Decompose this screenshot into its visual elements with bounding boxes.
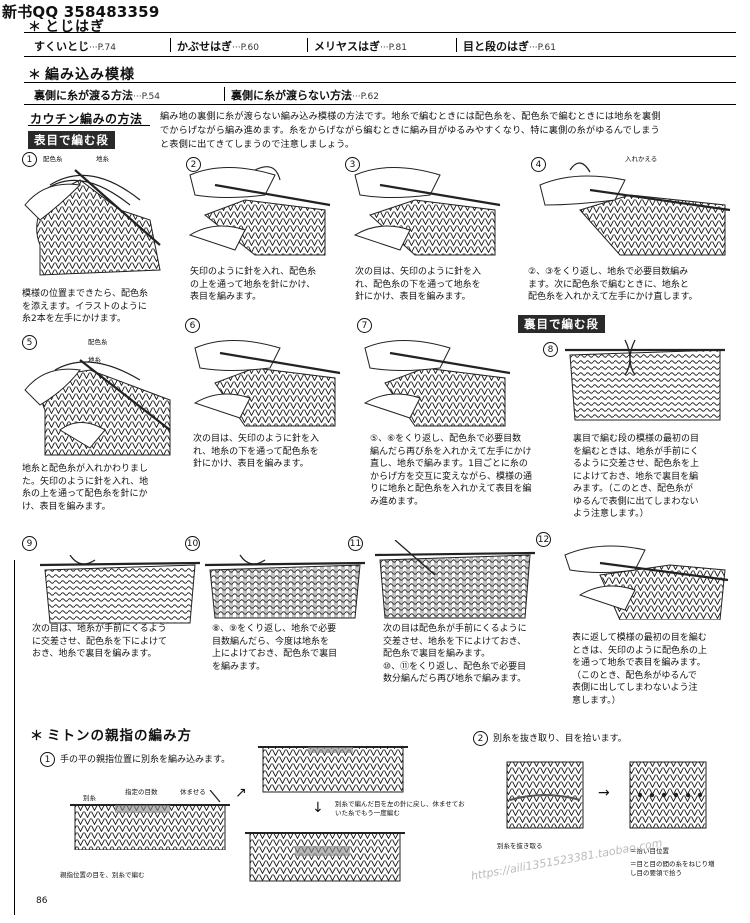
label-shitei: 指定の目数 (125, 788, 158, 796)
step-number: 2 (186, 157, 201, 172)
step-number: 10 (185, 536, 200, 551)
step-9-figure (39, 554, 201, 625)
step-4-caption: ②、③をくり返し、地糸で必要目数編みます。次に配色糸で編むときに、地糸と配色糸を… (528, 267, 698, 302)
label-ji: 地糸 (88, 356, 101, 364)
step-1-caption: 模様の位置まできたら、配色糸を添えます。イラストのように糸2本を左手にかけます。 (22, 289, 149, 324)
label-modoshi: 別糸で編んだ目を左の針に戻し、休ませておいた糸でもう一度編む (335, 800, 465, 817)
mitten-fig-c (245, 818, 405, 883)
label-irekaeru: 入れかえる (625, 155, 658, 163)
step-number: 11 (348, 536, 363, 551)
ref-row-2: 裏側に糸が渡る方法···P.54 裏側に糸が渡らない方法···P.62 (28, 87, 385, 103)
kauchin-intro: 編み地の裏側に糸が渡らない編み込み模様の方法です。地糸で編むときには配色糸を、配… (160, 111, 661, 150)
step-2-caption: 矢印のように針を入れ、配色糸の上を通って地糸を針にかけ、表目を編みます。 (190, 267, 317, 302)
section-title-amikomi: ＊編み込み模様 (28, 67, 136, 83)
mitten-title: ＊ミトンの親指の編み方 (30, 728, 193, 744)
asterisk-icon: ＊ (30, 729, 45, 744)
step-number: 8 (543, 342, 558, 357)
step-number: 6 (185, 318, 200, 333)
step-3-caption: 次の目は、矢印のように針を入れ、配色糸の下を通って地糸を針にかけ、表目を編みます… (355, 267, 482, 302)
label-haishoku: 配色糸 (88, 338, 108, 346)
step-4-figure (530, 150, 735, 260)
label-betsuito: 別糸 (83, 794, 96, 802)
label-yasumaseru: 休ませる (180, 788, 206, 796)
step-1-figure (20, 150, 170, 285)
step-10-figure (204, 550, 366, 620)
page-number: 86 (36, 896, 48, 906)
section-title-tojihagi: ＊とじはぎ (28, 19, 106, 35)
step-12-caption: 表に返して模様の最初の目を編むときは、矢印のように配色糸の上を通って地糸で表目を… (572, 633, 708, 706)
step-number: 3 (345, 157, 360, 172)
margin-line (14, 560, 15, 915)
label-oyayubi: 親指位置の目を、別糸で編む (60, 871, 145, 879)
step-number: 2 (473, 731, 488, 746)
ref-item: すくいとじ···P.74 (34, 40, 116, 53)
mitten-step2-text: 別糸を抜き取り、目を拾います。 (493, 734, 627, 744)
label-ji: 地糸 (96, 155, 109, 163)
step-11-caption: 次の目は配色糸が手前にくるように交差させ、地糸を下によけておき、配色糸で裏目を編… (383, 624, 527, 684)
step-7-caption: ⑤、⑥をくり返し、配色糸で必要目数編んだら再び糸を入れかえて左手にかけ直し、地糸… (370, 434, 533, 507)
step-8-caption: 裏目で編む段の模様の最初の目を編むときは、地糸が手前にくるように交差させ、配色糸… (573, 434, 700, 519)
step-number: 9 (22, 536, 37, 551)
step-7-figure (355, 318, 515, 430)
front-row-tag: 表目で編む段 (28, 131, 115, 149)
ref-item: 裏側に糸が渡らない方法···P.62 (231, 89, 379, 102)
label-haishoku: 配色糸 (43, 155, 63, 163)
step-5-figure (20, 330, 180, 460)
step-9-caption: 次の目は、地糸が手前にくるように交差させ、配色糸を下によけておき、地糸で裏目を編… (32, 624, 168, 659)
divider (24, 32, 736, 33)
step-number: 1 (40, 752, 55, 767)
arrow-up-right-icon: ↗ (235, 785, 247, 801)
step-number: 1 (22, 152, 37, 167)
arrow-right-icon: → (598, 785, 610, 801)
label-nukitoru: 別糸を抜き取る (497, 842, 543, 850)
kauchin-title: カウチン編みの方法 (30, 112, 143, 126)
watermark-text: 新书QQ 358483359 (2, 3, 160, 21)
legend-pickup: ＝拾い目位置 (630, 847, 669, 855)
ref-item: かぶせはぎ···P.60 (177, 40, 259, 53)
step-10-caption: ⑧、⑨をくり返し、地糸で必要目数編んだら、今度は地糸を上によけておき、配色糸で裏… (212, 624, 338, 672)
step-8-figure (565, 335, 725, 425)
step-number: 7 (357, 318, 372, 333)
asterisk-icon: ＊ (28, 68, 43, 83)
step-6-figure (185, 318, 345, 430)
mitten-fig-b (258, 735, 408, 795)
ref-item: メリヤスはぎ···P.81 (314, 40, 407, 53)
step-3-figure (345, 155, 505, 260)
asterisk-icon: ＊ (28, 20, 43, 35)
step-number: 5 (22, 335, 37, 350)
arrow-down-icon: ↓ (312, 800, 324, 816)
mitten-fig-e (628, 760, 708, 830)
ref-item: 目と段のはぎ···P.61 (463, 40, 556, 53)
step-number: 4 (531, 157, 546, 172)
step-6-caption: 次の目は、矢印のように針を入れ、地糸の下を通って配色糸を針にかけ、表目を編みます… (193, 434, 320, 469)
step-number: 12 (536, 532, 551, 547)
step-11-figure (374, 539, 536, 620)
mitten-step1-text: 手の平の親指位置に別糸を編み込みます。 (60, 755, 231, 765)
step-12-figure (560, 535, 730, 621)
legend-twist: ＝目と目の間の糸をねじり増し目の要領で拾う (630, 860, 715, 877)
step-2-figure (185, 155, 335, 260)
mitten-fig-a (70, 789, 230, 851)
ref-item: 裏側に糸が渡る方法···P.54 (34, 89, 160, 102)
back-row-tag: 裏目で編む段 (518, 315, 605, 333)
mitten-fig-d (505, 760, 585, 830)
ref-row-1: すくいとじ···P.74 かぶせはぎ···P.60 メリヤスはぎ···P.81 … (28, 38, 738, 54)
step-5-caption: 地糸と配色糸が入れかわりました。矢印のように針を入れ、地糸の上を通って配色糸を針… (22, 464, 149, 512)
